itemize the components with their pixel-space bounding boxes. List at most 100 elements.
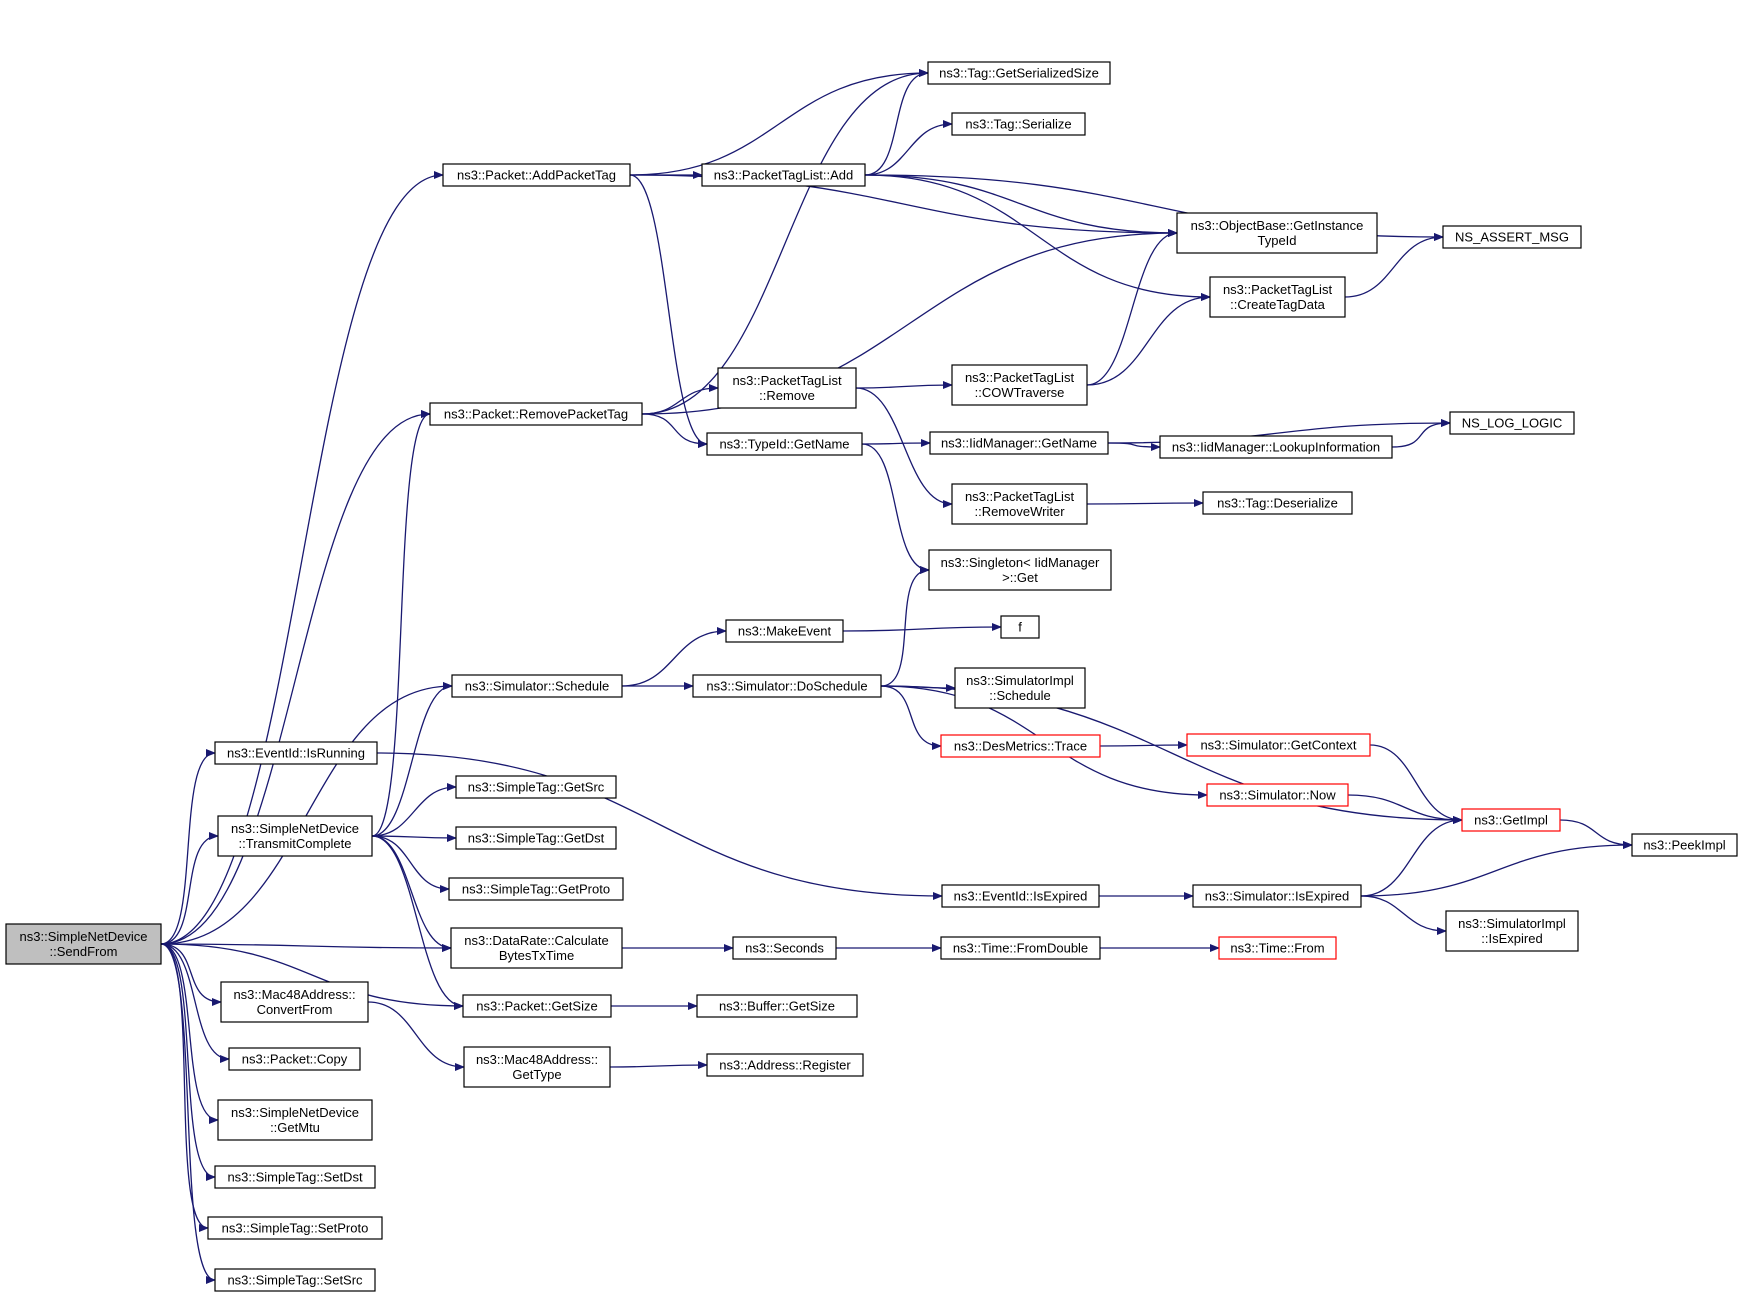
node-box-isrunning bbox=[214, 741, 378, 765]
edge-schedule-to-makeevent bbox=[621, 627, 727, 687]
node-addpackettag[interactable]: ns3::Packet::AddPacketTag bbox=[442, 163, 631, 187]
node-isexpired[interactable]: ns3::EventId::IsExpired bbox=[941, 884, 1100, 908]
node-getproto[interactable]: ns3::SimpleTag::GetProto bbox=[448, 877, 624, 901]
node-box-getdst bbox=[455, 826, 617, 850]
node-box-removepackettag bbox=[429, 402, 643, 426]
node-lookup[interactable]: ns3::IidManager::LookupInformation bbox=[1159, 435, 1393, 459]
node-label-nsassert-0: NS_ASSERT_MSG bbox=[1455, 230, 1569, 245]
node-addressregister[interactable]: ns3::Address::Register bbox=[706, 1053, 864, 1077]
node-label-implschedule-0: ns3::SimulatorImpl bbox=[966, 673, 1074, 688]
node-label-makeevent-0: ns3::MakeEvent bbox=[738, 624, 832, 639]
edge-sendfrom-to-addpackettag bbox=[160, 171, 444, 945]
node-label-singleton-0: ns3::Singleton< IidManager bbox=[941, 555, 1100, 570]
node-makeevent[interactable]: ns3::MakeEvent bbox=[725, 619, 844, 643]
node-iidgetname[interactable]: ns3::IidManager::GetName bbox=[929, 431, 1109, 455]
node-implschedule[interactable]: ns3::SimulatorImpl::Schedule bbox=[954, 667, 1086, 709]
node-getcontext[interactable]: ns3::Simulator::GetContext bbox=[1186, 733, 1371, 757]
node-label-getmtu-0: ns3::SimpleNetDevice bbox=[231, 1105, 359, 1120]
node-box-peekimpl bbox=[1631, 833, 1738, 857]
node-box-addressregister bbox=[706, 1053, 864, 1077]
node-box-removewriter bbox=[951, 483, 1088, 525]
node-removepackettag[interactable]: ns3::Packet::RemovePacketTag bbox=[429, 402, 643, 426]
node-simisexpired[interactable]: ns3::Simulator::IsExpired bbox=[1192, 884, 1362, 908]
node-packetgetsize[interactable]: ns3::Packet::GetSize bbox=[462, 994, 612, 1018]
node-nsassert[interactable]: NS_ASSERT_MSG bbox=[1442, 225, 1582, 249]
node-label-addressregister-0: ns3::Address::Register bbox=[719, 1058, 851, 1073]
node-label-cowtraverse-1: ::COWTraverse bbox=[975, 385, 1065, 400]
node-box-implisexpired bbox=[1445, 910, 1579, 952]
edge-ptladd-to-tagserializedsize bbox=[864, 69, 929, 176]
edge-simnow-to-getimpl bbox=[1347, 794, 1463, 824]
node-tagserialize[interactable]: ns3::Tag::Serialize bbox=[951, 112, 1086, 136]
node-label-timefrom-0: ns3::Time::From bbox=[1230, 941, 1324, 956]
node-mac48convert[interactable]: ns3::Mac48Address::ConvertFrom bbox=[220, 981, 369, 1023]
node-f[interactable]: f bbox=[1000, 615, 1040, 639]
edge-sendfrom-to-removepackettag bbox=[160, 410, 431, 945]
node-setproto[interactable]: ns3::SimpleTag::SetProto bbox=[207, 1216, 383, 1240]
node-timefrom[interactable]: ns3::Time::From bbox=[1218, 936, 1337, 960]
node-label-sendfrom-0: ns3::SimpleNetDevice bbox=[20, 929, 148, 944]
node-typeidgetname[interactable]: ns3::TypeId::GetName bbox=[706, 432, 863, 456]
edge-typeidgetname-to-iidgetname bbox=[861, 439, 931, 448]
node-label-f-0: f bbox=[1018, 620, 1022, 635]
node-label-implschedule-1: ::Schedule bbox=[989, 688, 1050, 703]
node-label-getdst-0: ns3::SimpleTag::GetDst bbox=[468, 831, 605, 846]
node-box-singleton bbox=[928, 549, 1112, 591]
edge-simisexpired-to-getimpl bbox=[1360, 816, 1463, 897]
node-box-createtagdata bbox=[1209, 276, 1346, 318]
edge-transmitcomplete-to-packetgetsize bbox=[371, 835, 464, 1010]
node-getmtu[interactable]: ns3::SimpleNetDevice::GetMtu bbox=[217, 1099, 373, 1141]
node-label-packetgetsize-0: ns3::Packet::GetSize bbox=[476, 999, 597, 1014]
node-getimpl[interactable]: ns3::GetImpl bbox=[1461, 808, 1561, 832]
edge-doschedule-to-desmetrics bbox=[880, 685, 942, 750]
node-packetcopy[interactable]: ns3::Packet::Copy bbox=[228, 1047, 361, 1071]
node-box-timefrom bbox=[1218, 936, 1337, 960]
node-box-doschedule bbox=[692, 674, 882, 698]
node-label-mac48gettype-1: GetType bbox=[512, 1067, 561, 1082]
edge-ptladd-to-createtagdata bbox=[864, 174, 1211, 301]
edge-sendfrom-to-packetgetsize bbox=[160, 943, 464, 1010]
node-isrunning[interactable]: ns3::EventId::IsRunning bbox=[214, 741, 378, 765]
node-box-tagdeserialize bbox=[1202, 491, 1353, 515]
edge-desmetrics-to-getcontext bbox=[1099, 741, 1188, 750]
node-seconds[interactable]: ns3::Seconds bbox=[732, 936, 837, 960]
node-schedule[interactable]: ns3::Simulator::Schedule bbox=[451, 674, 623, 698]
node-getsrc[interactable]: ns3::SimpleTag::GetSrc bbox=[455, 775, 617, 799]
node-setdst[interactable]: ns3::SimpleTag::SetDst bbox=[214, 1165, 376, 1189]
node-doschedule[interactable]: ns3::Simulator::DoSchedule bbox=[692, 674, 882, 698]
edge-sendfrom-to-isrunning bbox=[160, 749, 216, 945]
node-transmitcomplete[interactable]: ns3::SimpleNetDevice::TransmitComplete bbox=[217, 815, 373, 857]
node-label-setproto-0: ns3::SimpleTag::SetProto bbox=[222, 1221, 369, 1236]
node-setsrc[interactable]: ns3::SimpleTag::SetSrc bbox=[214, 1268, 376, 1292]
node-box-sendfrom bbox=[5, 923, 162, 965]
node-ptlremove[interactable]: ns3::PacketTagList::Remove bbox=[717, 367, 857, 409]
node-buffergetsize[interactable]: ns3::Buffer::GetSize bbox=[696, 994, 858, 1018]
node-singleton[interactable]: ns3::Singleton< IidManager>::Get bbox=[928, 549, 1112, 591]
node-sendfrom[interactable]: ns3::SimpleNetDevice::SendFrom bbox=[5, 923, 162, 965]
node-createtagdata[interactable]: ns3::PacketTagList::CreateTagData bbox=[1209, 276, 1346, 318]
edge-sendfrom-to-setsrc bbox=[160, 943, 216, 1284]
node-label-implisexpired-1: ::IsExpired bbox=[1481, 931, 1542, 946]
edge-getcontext-to-getimpl bbox=[1369, 744, 1463, 824]
node-tagserializedsize[interactable]: ns3::Tag::GetSerializedSize bbox=[927, 61, 1111, 85]
node-label-getsrc-0: ns3::SimpleTag::GetSrc bbox=[468, 780, 605, 795]
node-implisexpired[interactable]: ns3::SimulatorImpl::IsExpired bbox=[1445, 910, 1579, 952]
node-nslog[interactable]: NS_LOG_LOGIC bbox=[1449, 411, 1575, 435]
node-box-ptladd bbox=[701, 163, 866, 187]
node-box-transmitcomplete bbox=[217, 815, 373, 857]
node-tagdeserialize[interactable]: ns3::Tag::Deserialize bbox=[1202, 491, 1353, 515]
node-ptladd[interactable]: ns3::PacketTagList::Add bbox=[701, 163, 866, 187]
node-box-simnow bbox=[1206, 783, 1349, 807]
node-mac48gettype[interactable]: ns3::Mac48Address::GetType bbox=[463, 1046, 611, 1088]
node-removewriter[interactable]: ns3::PacketTagList::RemoveWriter bbox=[951, 483, 1088, 525]
node-label-objectbase-0: ns3::ObjectBase::GetInstance bbox=[1191, 218, 1364, 233]
node-fromdouble[interactable]: ns3::Time::FromDouble bbox=[940, 936, 1101, 960]
node-peekimpl[interactable]: ns3::PeekImpl bbox=[1631, 833, 1738, 857]
node-desmetrics[interactable]: ns3::DesMetrics::Trace bbox=[940, 734, 1101, 758]
node-label-tagdeserialize-0: ns3::Tag::Deserialize bbox=[1217, 496, 1338, 511]
node-simnow[interactable]: ns3::Simulator::Now bbox=[1206, 783, 1349, 807]
node-getdst[interactable]: ns3::SimpleTag::GetDst bbox=[455, 826, 617, 850]
node-cowtraverse[interactable]: ns3::PacketTagList::COWTraverse bbox=[951, 364, 1088, 406]
